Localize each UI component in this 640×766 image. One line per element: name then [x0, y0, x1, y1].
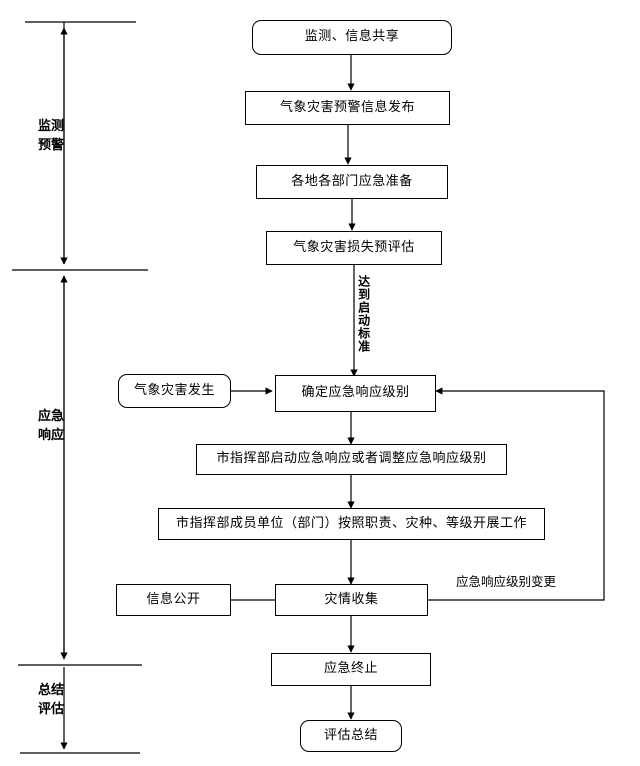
phase-label-summary-evaluation: 总结 评估: [38, 682, 64, 720]
node-city-hq-start[interactable]: 市指挥部启动应急响应或者调整应急响应级别: [196, 444, 507, 475]
edge-label-trigger-standard: 达到启动标准: [356, 275, 371, 353]
phase-label-emergency-response: 应急 响应: [38, 408, 64, 446]
phase-label-monitor-warning-line2: 预警: [38, 137, 65, 153]
phase-label-emergency-response-line1: 应急: [38, 409, 65, 424]
phase-label-summary-evaluation-line1: 总结: [38, 683, 65, 698]
node-monitor-share[interactable]: 监测、信息共享: [252, 20, 452, 55]
node-warning-release[interactable]: 气象灾害预警信息发布: [245, 91, 450, 125]
phase-label-summary-evaluation-line2: 评估: [38, 701, 65, 717]
node-member-units-work[interactable]: 市指挥部成员单位（部门）按照职责、灾种、等级开展工作: [158, 508, 545, 540]
node-determine-level[interactable]: 确定应急响应级别: [275, 375, 436, 412]
phase-label-emergency-response-line2: 响应: [38, 427, 65, 443]
node-disaster-occurs[interactable]: 气象灾害发生: [118, 374, 231, 408]
node-info-disclosure[interactable]: 信息公开: [116, 584, 231, 616]
node-emergency-end[interactable]: 应急终止: [271, 653, 431, 686]
phase-label-monitor-warning-line1: 监测: [38, 119, 65, 134]
link-feedback-level-change: [428, 387, 605, 601]
node-loss-preassess[interactable]: 气象灾害损失预评估: [266, 231, 442, 265]
node-disaster-collect[interactable]: 灾情收集: [275, 584, 428, 616]
node-assess-summary[interactable]: 评估总结: [300, 720, 402, 752]
node-department-prepare[interactable]: 各地各部门应急准备: [256, 165, 448, 199]
edge-label-level-change: 应急响应级别变更: [456, 574, 557, 589]
phase-label-monitor-warning: 监测 预警: [38, 118, 64, 156]
